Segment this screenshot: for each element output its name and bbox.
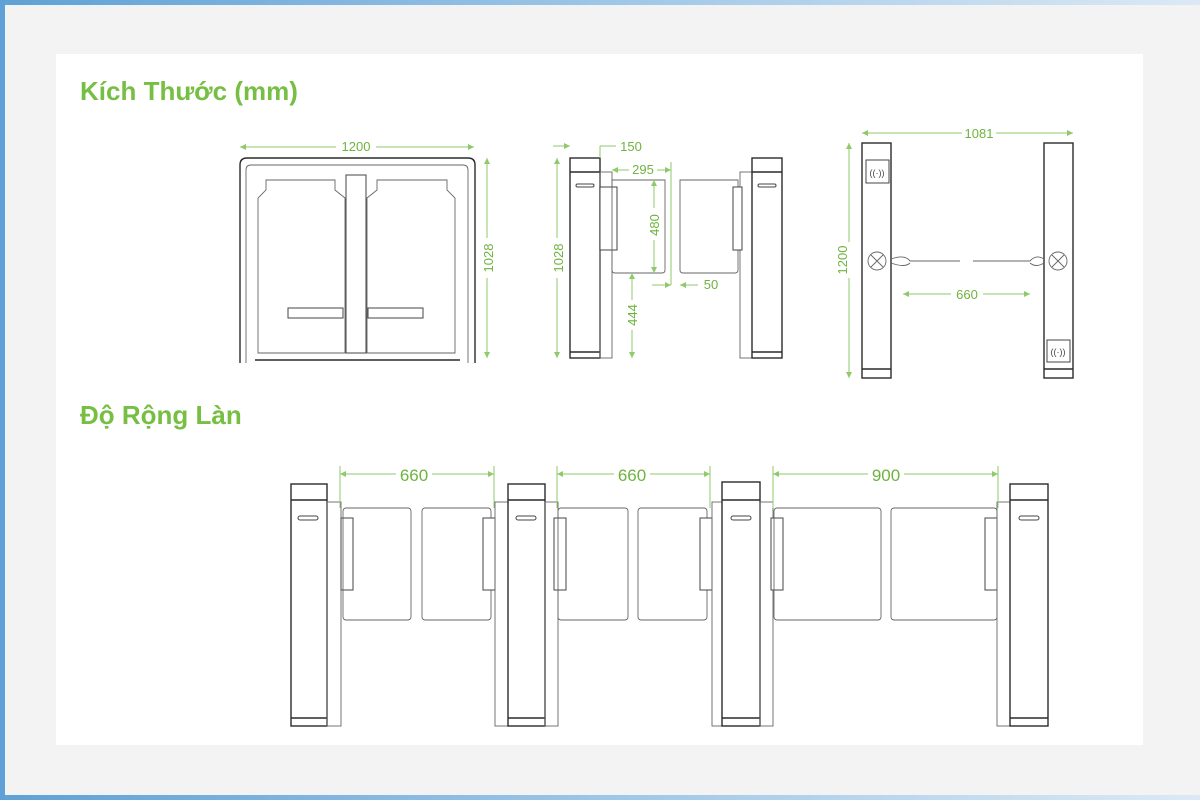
front-view-drawing: 1200 1028	[239, 139, 496, 363]
post-3	[699, 481, 784, 727]
lane-view-drawing: 660 660 900	[290, 465, 1049, 727]
top-width-label: 1200	[835, 246, 850, 275]
flap-bottom-label: 444	[625, 304, 640, 326]
side-view-drawing: 1028 150 295 480 444 50	[551, 139, 783, 359]
post-1	[290, 483, 354, 727]
post-4	[984, 483, 1049, 727]
post-depth-label: 150	[620, 139, 642, 154]
front-height-label: 1028	[481, 244, 496, 273]
side-height-label: 1028	[551, 244, 566, 273]
dimensions-title: Kích Thước (mm)	[80, 76, 298, 106]
top-length-label: 1081	[965, 126, 994, 141]
top-view-drawing: ((·)) ((·)) 1081 1200 660	[835, 126, 1074, 379]
lane-width-2: 660	[618, 466, 646, 485]
lane-width-1: 660	[400, 466, 428, 485]
lane-width-3: 900	[872, 466, 900, 485]
flap-height-label: 480	[647, 214, 662, 236]
svg-text:((·)): ((·))	[1051, 347, 1066, 357]
passage-width-label: 660	[956, 287, 978, 302]
lane-width-title: Độ Rộng Làn	[80, 400, 242, 430]
svg-text:((·)): ((·))	[870, 168, 885, 178]
post-2	[482, 483, 567, 727]
gap-label: 50	[704, 277, 718, 292]
flap-width-label: 295	[632, 162, 654, 177]
front-width-label: 1200	[342, 139, 371, 154]
